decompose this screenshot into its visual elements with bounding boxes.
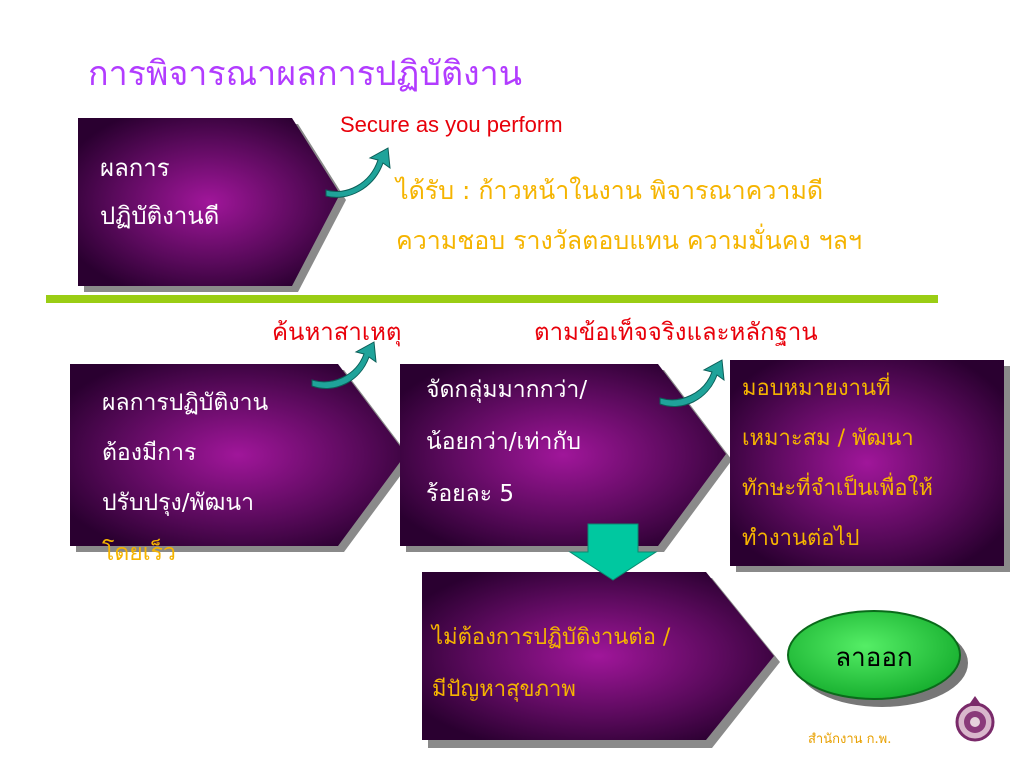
by-fact-label: ตามข้อเท็จจริงและหลักฐาน	[534, 318, 818, 346]
reward-line: ความชอบ รางวัลตอบแทน ความมั่นคง ฯลฯ	[396, 226, 862, 255]
office-label: สำนักงาน ก.พ.	[808, 732, 892, 747]
divider-line	[46, 295, 938, 303]
box-line: ปฏิบัติงานดี	[100, 202, 220, 230]
page-title: การพิจารณาผลการปฏิบัติงาน	[88, 54, 522, 94]
box-line: ไม่ต้องการปฏิบัติงานต่อ /	[432, 625, 671, 650]
assign-text: มอบหมายงานที่ เหมาะสม / พัฒนา ทักษะที่จำ…	[742, 364, 933, 564]
ocsc-emblem-icon	[955, 696, 995, 742]
box-line: ผลการ	[100, 154, 170, 182]
box-line: ผลการปฏิบัติงาน	[102, 390, 269, 416]
box-line: น้อยกว่า/เท่ากับ	[426, 429, 581, 455]
resign-ellipse	[787, 610, 968, 707]
group-text: จัดกลุ่มมากกว่า/ น้อยกว่า/เท่ากับ ร้อยละ…	[426, 364, 587, 520]
good-performance-text: ผลการ ปฏิบัติงานดี	[100, 144, 219, 240]
secure-label: Secure as you perform	[340, 112, 563, 137]
box-line: ปรับปรุง/พัฒนา	[102, 490, 255, 516]
box-line: ร้อยละ 5	[426, 481, 515, 507]
box-line: จัดกลุ่มมากกว่า/	[426, 377, 588, 403]
improve-box	[70, 364, 412, 552]
assign-box	[730, 360, 1010, 572]
improve-text: ผลการปฏิบัติงาน ต้องมีการ ปรับปรุง/พัฒนา…	[102, 378, 268, 578]
box-line: ทักษะที่จำเป็นเพื่อให้	[742, 476, 933, 501]
good-performance-box	[78, 118, 346, 292]
box-line: โดยเร็ว	[102, 540, 176, 566]
box-line: ต้องมีการ	[102, 440, 197, 466]
resign-label: ลาออก	[835, 643, 913, 673]
down-arrow-icon	[568, 523, 658, 581]
reward-text: ได้รับ : ก้าวหน้าในงาน พิจารณาความดี ควา…	[396, 166, 862, 266]
reward-line: ได้รับ : ก้าวหน้าในงาน พิจารณาความดี	[396, 176, 824, 205]
no-continue-box	[422, 572, 780, 748]
group-box	[400, 364, 732, 552]
curved-arrow-icon	[311, 341, 377, 389]
no-continue-text: ไม่ต้องการปฏิบัติงานต่อ / มีปัญหาสุขภาพ	[432, 612, 670, 716]
box-line: มีปัญหาสุขภาพ	[432, 677, 576, 702]
curved-arrow-icon	[325, 147, 391, 198]
box-line: ทำงานต่อไป	[742, 526, 860, 551]
box-line: เหมาะสม / พัฒนา	[742, 426, 914, 451]
find-cause-label: ค้นหาสาเหตุ	[272, 318, 402, 346]
box-line: มอบหมายงานที่	[742, 376, 891, 401]
curved-arrow-icon	[659, 359, 725, 407]
